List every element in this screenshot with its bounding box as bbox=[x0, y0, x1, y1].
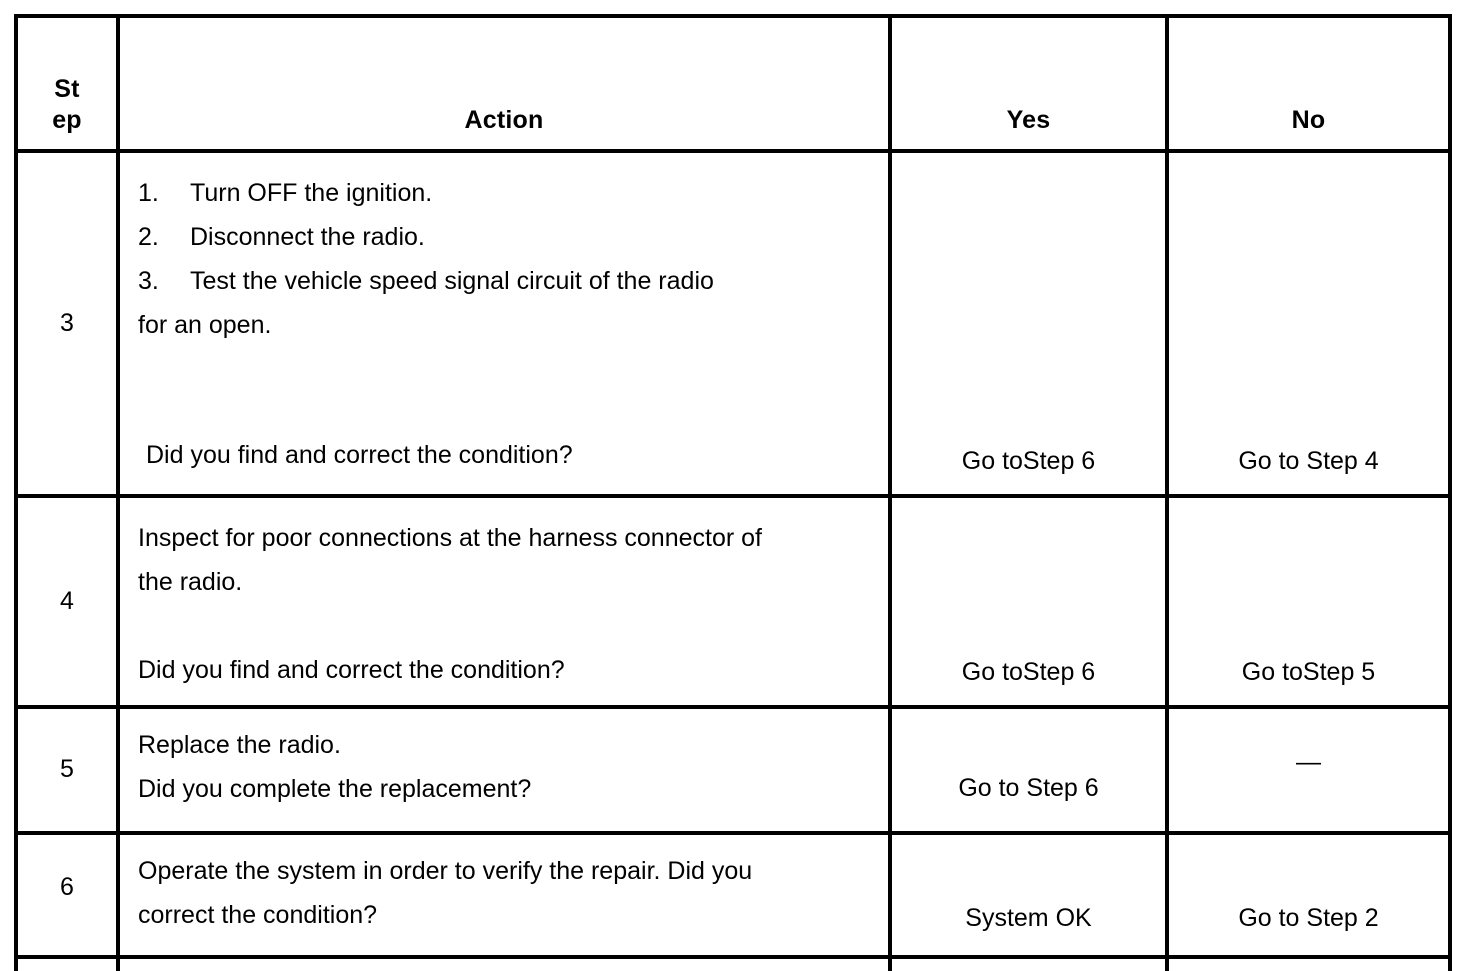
column-header-no-label: No bbox=[1291, 105, 1326, 134]
action-question: Did you complete the replacement? bbox=[138, 775, 532, 803]
action-cell: Replace the radio. Did you complete the … bbox=[116, 705, 892, 835]
column-header-step-line1: St bbox=[54, 75, 80, 103]
column-header-step-line2: ep bbox=[52, 105, 82, 134]
action-spacer bbox=[138, 604, 874, 648]
list-item: 3. Test the vehicle speed signal circuit… bbox=[138, 259, 874, 303]
column-header-action: Action bbox=[116, 14, 892, 153]
step-number: 3 bbox=[60, 308, 74, 337]
step-number-cell-partial bbox=[14, 955, 120, 971]
list-item-text: Disconnect the radio. bbox=[190, 223, 425, 251]
step-number-cell: 4 bbox=[14, 494, 120, 709]
no-answer-cell: Go to Step 4 bbox=[1165, 149, 1452, 498]
action-spacer bbox=[138, 347, 874, 433]
action-numbered-list: 1. Turn OFF the ignition. 2. Disconnect … bbox=[138, 171, 874, 303]
list-item-text: Turn OFF the ignition. bbox=[190, 179, 433, 207]
step-number-cell: 6 bbox=[14, 831, 120, 959]
no-answer-cell: — bbox=[1165, 705, 1452, 835]
no-answer-cell: Go toStep 5 bbox=[1165, 494, 1452, 709]
yes-answer-text: Go toStep 6 bbox=[961, 658, 1096, 686]
yes-answer-cell-partial bbox=[888, 955, 1169, 971]
column-header-yes: Yes bbox=[888, 14, 1169, 153]
step-number: 5 bbox=[60, 755, 74, 783]
table-row: 3 1. Turn OFF the ignition. 2. Disconnec… bbox=[14, 149, 1452, 498]
step-number: 6 bbox=[60, 873, 74, 901]
yes-answer-cell: Go to Step 6 bbox=[888, 705, 1169, 835]
table-row: 6 Operate the system in order to verify … bbox=[14, 831, 1452, 959]
step-number-cell: 5 bbox=[14, 705, 120, 835]
no-answer-text: Go toStep 5 bbox=[1241, 658, 1376, 686]
column-header-no: No bbox=[1165, 14, 1452, 153]
action-line-1: Replace the radio. bbox=[138, 731, 341, 759]
no-answer-text: Go to Step 2 bbox=[1238, 904, 1379, 932]
yes-answer-text: System OK bbox=[965, 904, 1092, 932]
list-item-number: 1. bbox=[138, 179, 159, 207]
yes-answer-text: Go to Step 6 bbox=[958, 774, 1099, 802]
diagnostic-procedure-table: St ep Action Yes No 3 bbox=[14, 14, 1452, 971]
column-header-action-label: Action bbox=[464, 105, 544, 134]
action-cell: 1. Turn OFF the ignition. 2. Disconnect … bbox=[116, 149, 892, 498]
action-line-1: Inspect for poor connections at the harn… bbox=[138, 524, 762, 552]
table-row: 5 Replace the radio. Did you complete th… bbox=[14, 705, 1452, 835]
no-answer-text: — bbox=[1296, 748, 1321, 777]
list-item: 1. Turn OFF the ignition. bbox=[138, 171, 874, 215]
no-answer-cell-partial bbox=[1165, 955, 1452, 971]
column-header-step: St ep bbox=[14, 14, 120, 153]
step-number: 4 bbox=[60, 586, 74, 615]
action-question: Did you find and correct the condition? bbox=[146, 441, 573, 469]
table-header: St ep Action Yes No bbox=[14, 14, 1452, 153]
list-item-text: Test the vehicle speed signal circuit of… bbox=[190, 267, 714, 295]
table-row-partial bbox=[14, 955, 1452, 971]
yes-answer-cell: Go toStep 6 bbox=[888, 494, 1169, 709]
no-answer-text: Go to Step 4 bbox=[1238, 447, 1379, 475]
list-item-number: 2. bbox=[138, 223, 159, 251]
action-cell-partial bbox=[116, 955, 892, 971]
list-item-number: 3. bbox=[138, 267, 159, 295]
header-row: St ep Action Yes No bbox=[14, 14, 1452, 153]
action-line-1: Operate the system in order to verify th… bbox=[138, 857, 753, 885]
list-item: 2. Disconnect the radio. bbox=[138, 215, 874, 259]
action-cell: Operate the system in order to verify th… bbox=[116, 831, 892, 959]
action-question: Did you find and correct the condition? bbox=[138, 656, 565, 684]
no-answer-cell: Go to Step 2 bbox=[1165, 831, 1452, 959]
action-line-2: correct the condition? bbox=[138, 901, 378, 929]
action-continuation-line: for an open. bbox=[138, 311, 272, 339]
table-body: 3 1. Turn OFF the ignition. 2. Disconnec… bbox=[14, 149, 1452, 971]
action-line-2: the radio. bbox=[138, 568, 243, 596]
yes-answer-cell: Go toStep 6 bbox=[888, 149, 1169, 498]
step-number-cell: 3 bbox=[14, 149, 120, 498]
column-header-yes-label: Yes bbox=[1006, 105, 1051, 134]
table-row: 4 Inspect for poor connections at the ha… bbox=[14, 494, 1452, 709]
yes-answer-cell: System OK bbox=[888, 831, 1169, 959]
action-cell: Inspect for poor connections at the harn… bbox=[116, 494, 892, 709]
yes-answer-text: Go toStep 6 bbox=[961, 447, 1096, 475]
